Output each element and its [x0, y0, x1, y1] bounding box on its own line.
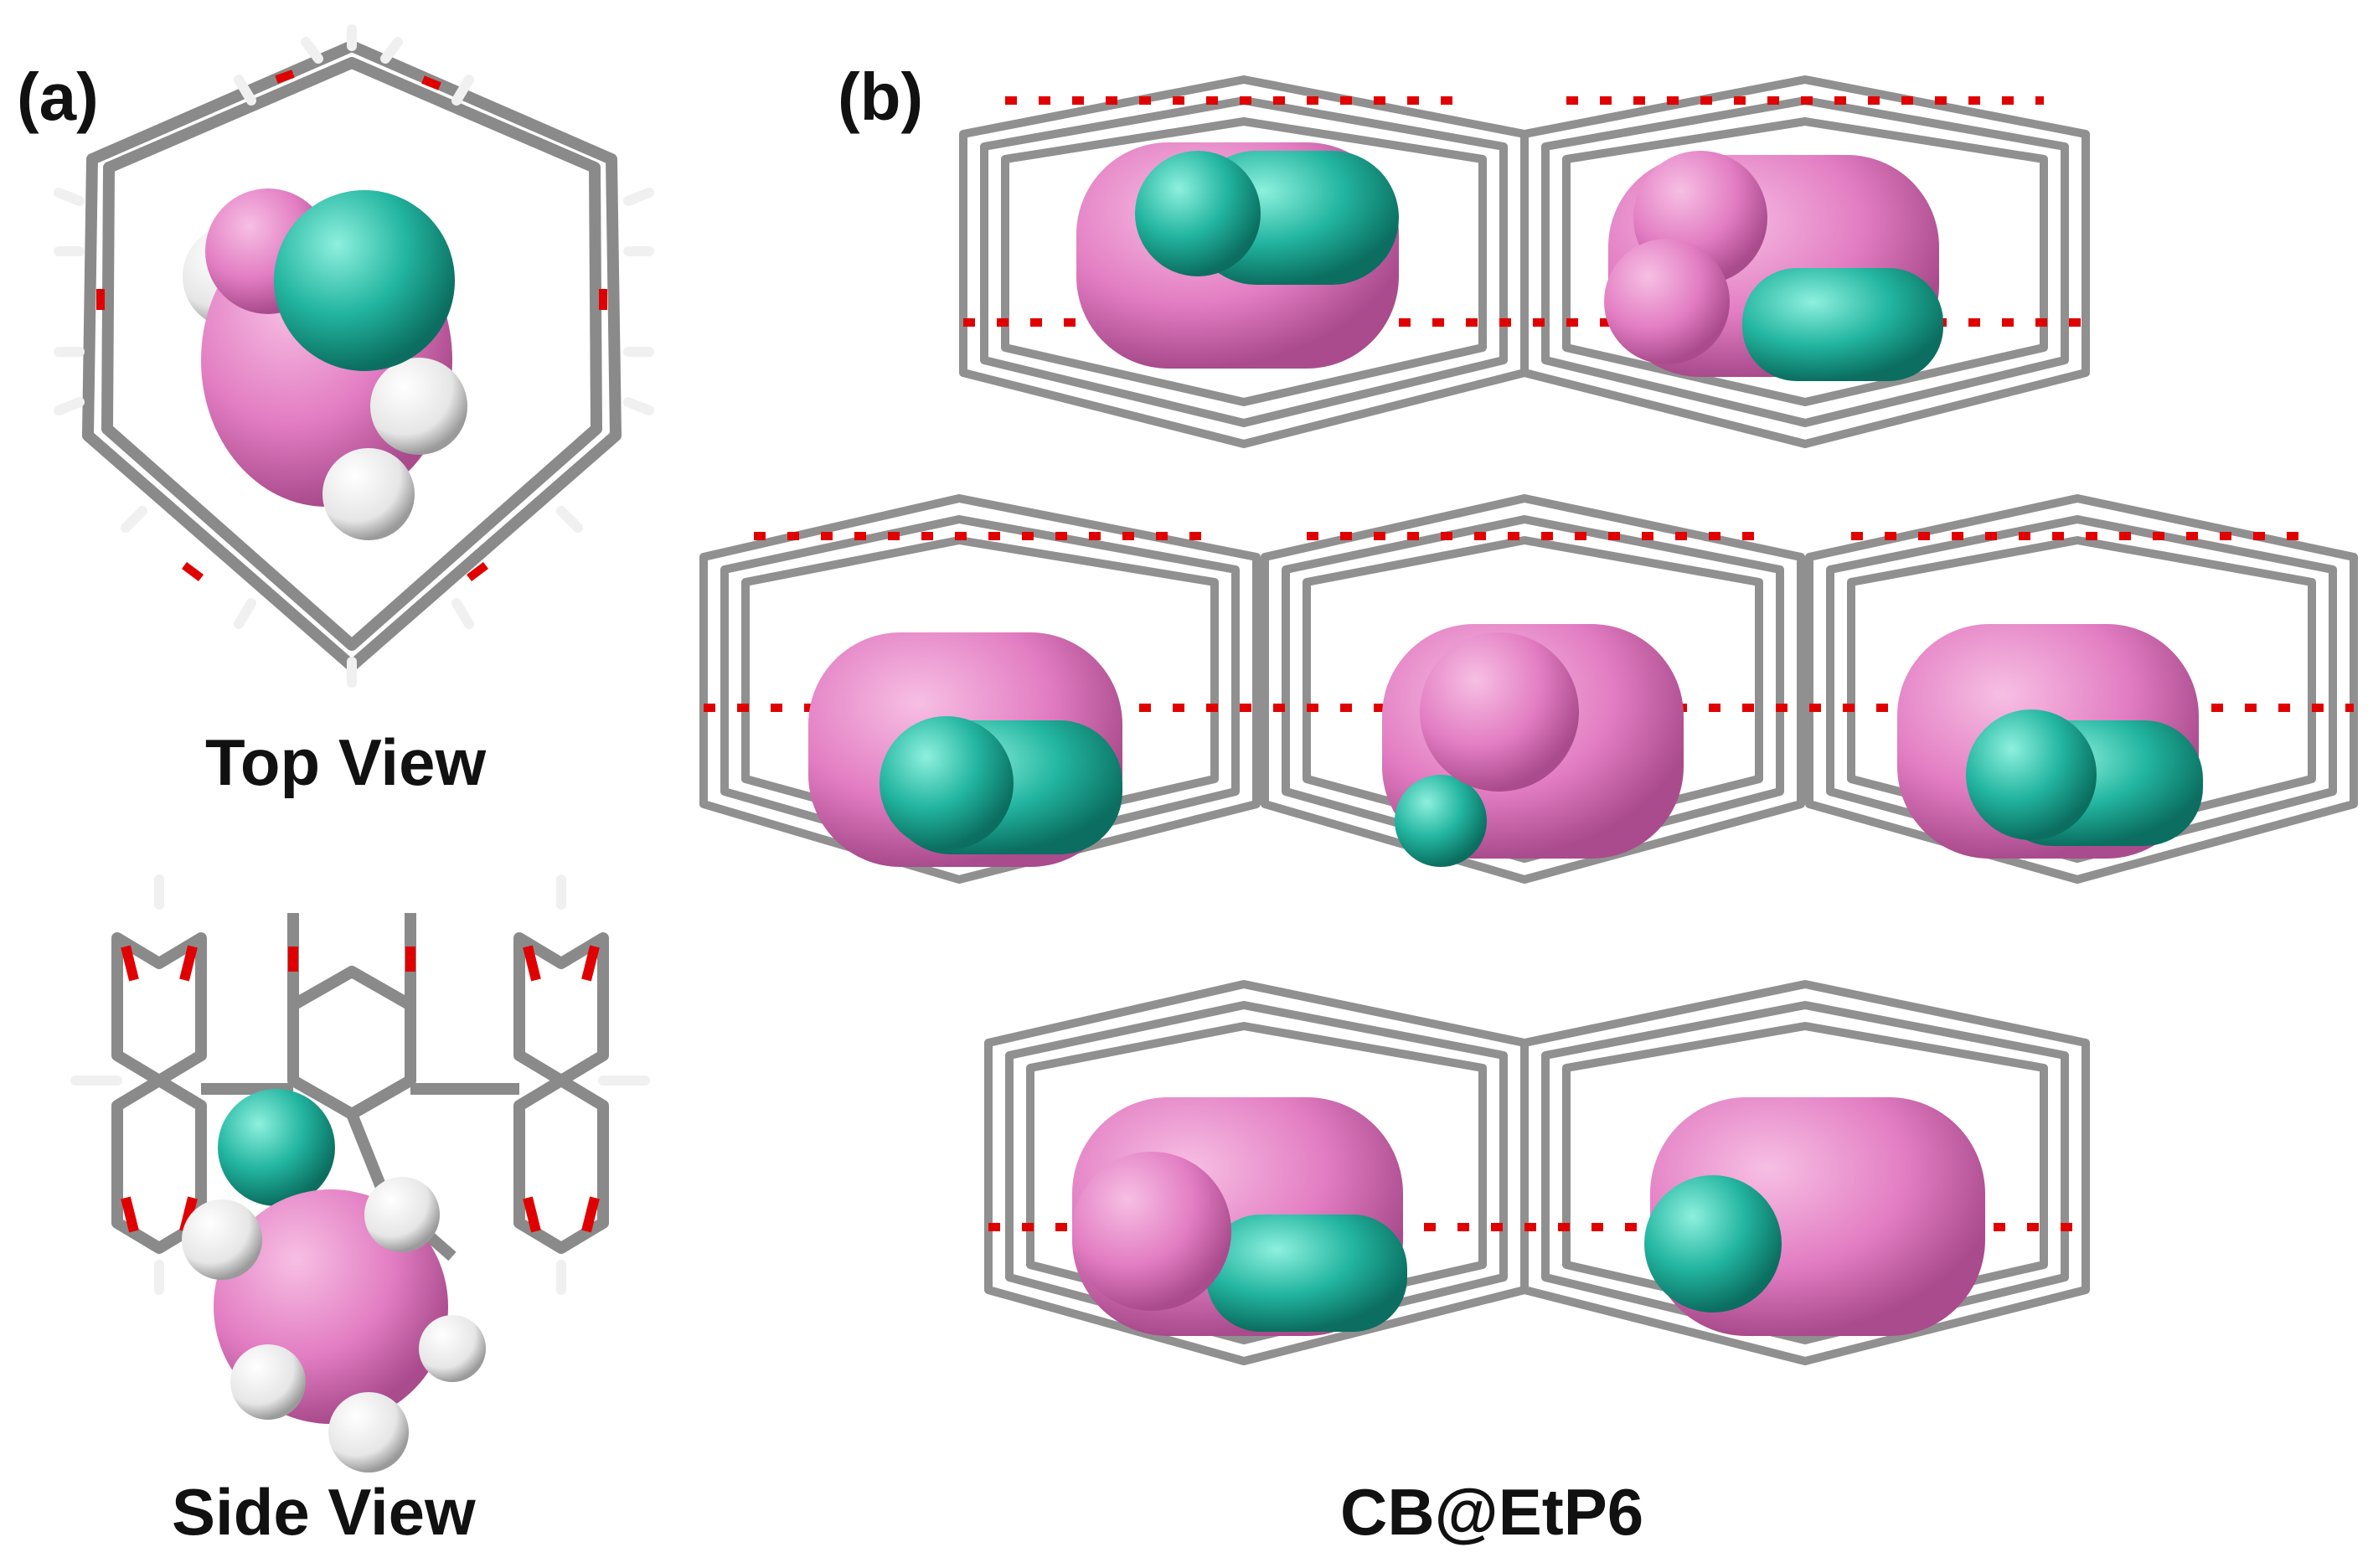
packing-diagram	[699, 75, 2358, 1365]
guest-r2-c2	[1382, 624, 1684, 867]
panel-b-label: (b)	[838, 59, 924, 134]
top-view-caption: Top View	[205, 725, 487, 799]
panel-b-caption: CB@EtP6	[1340, 1475, 1644, 1549]
side-view-caption: Side View	[172, 1475, 476, 1549]
guest-r2-c1	[808, 632, 1122, 867]
guest-r1-c1	[1076, 142, 1399, 369]
hexagon-r1-c2	[1520, 75, 2090, 448]
panel-a-label: (a)	[17, 59, 99, 134]
guest-r3-c2	[1644, 1097, 1985, 1336]
side-view-molecule	[70, 874, 650, 1473]
guest-r2-c3	[1897, 624, 2203, 859]
guest-r1-c2	[1604, 151, 1943, 381]
guest-r3-c1	[1072, 1097, 1407, 1336]
top-view-molecule	[54, 24, 654, 688]
